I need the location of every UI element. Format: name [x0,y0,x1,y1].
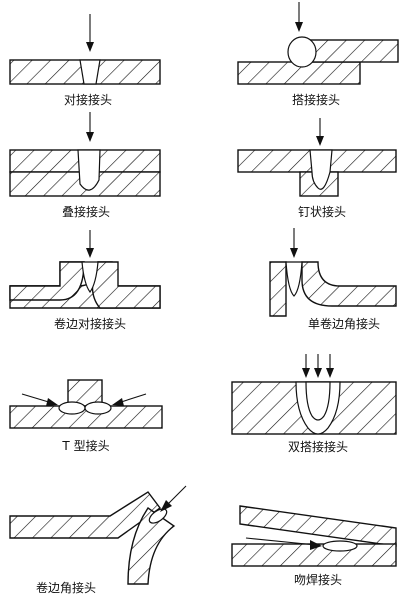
caption-single-flange-corner-joint: 单卷边角接头 [308,316,380,331]
weld-bead [322,540,358,552]
caption-flange-corner-joint: 卷边角接头 [36,580,96,595]
weld-bead [77,149,101,191]
weld-bead [287,36,317,68]
left-flanged-plate [9,261,85,301]
weld-inner [305,381,331,421]
stack-joint: 叠接接头 [9,112,161,219]
t-joint: T 型接头 [9,379,163,453]
vertical-plate [269,261,287,317]
arrow-down-left-icon [160,485,187,512]
arrow-down-icon [302,354,310,378]
flange-butt-joint: 卷边对接接头 [9,230,161,331]
caption-butt-joint: 对接接头 [64,92,112,107]
weld-bead-left [58,401,86,415]
flange-corner-joint: 卷边角接头 [9,485,187,595]
arrow-down-icon [290,228,298,258]
weld-bead-right [84,401,112,415]
arrow-right-icon [245,537,322,550]
double-lap-joint: 双搭接接头 [231,354,397,454]
kiss-weld-joint: 吻焊接头 [231,505,397,587]
arrow-down-icon [326,354,334,378]
arrow-left-icon [112,393,147,406]
nail-joint: 钉状接头 [237,118,397,219]
weld-bead [309,149,333,190]
weld-bead [148,508,168,524]
caption-stack-joint: 叠接接头 [62,204,110,219]
lap-joint: 搭接接头 [237,2,399,107]
weld-bead [79,59,101,85]
caption-flange-butt-joint: 卷边对接接头 [54,316,126,331]
arrow-down-icon [86,230,94,258]
right-plate-body [91,261,161,309]
arrow-down-icon [316,118,324,146]
caption-kiss-weld-joint: 吻焊接头 [294,572,342,587]
butt-joint: 对接接头 [9,14,161,107]
caption-lap-joint: 搭接接头 [292,92,340,107]
caption-double-lap-joint: 双搭接接头 [288,439,348,454]
single-flange-corner-joint: 单卷边角接头 [269,228,397,331]
weld-bead [81,261,99,294]
arrow-down-icon [314,354,322,378]
curved-plate [127,507,176,585]
weld-bead [285,261,303,297]
arrow-down-icon [86,112,94,142]
bent-plate [9,491,161,539]
arrow-right-icon [21,393,58,406]
caption-t-joint: T 型接头 [61,438,109,453]
caption-nail-joint: 钉状接头 [298,204,346,219]
flanged-plate [301,261,397,307]
arrow-down-icon [295,2,303,32]
arrow-down-icon [86,14,94,52]
